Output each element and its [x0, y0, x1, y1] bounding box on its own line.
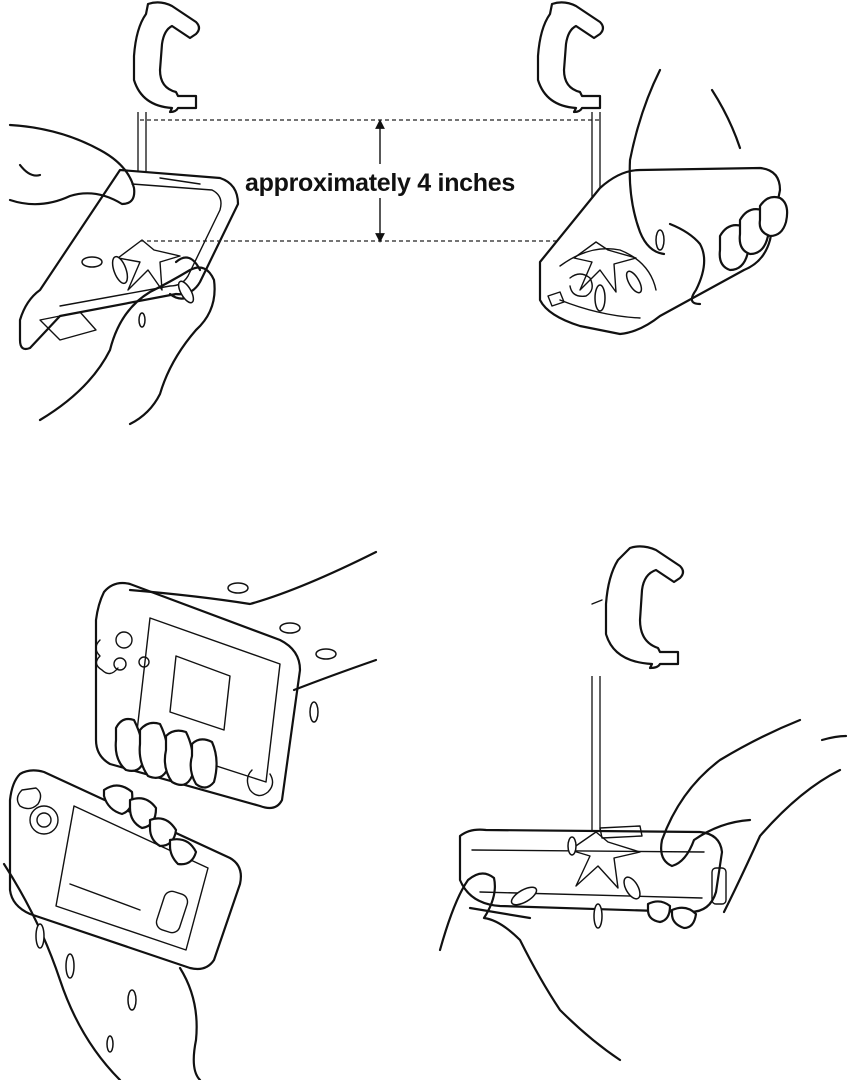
- droplet: [310, 702, 318, 722]
- droplet: [316, 649, 336, 659]
- droplet: [107, 1036, 113, 1052]
- droplet: [595, 285, 605, 311]
- panel-separate-halves: [4, 552, 376, 1080]
- droplet: [228, 583, 248, 593]
- phone-edge-bottom-right: [460, 826, 726, 912]
- droplet: [568, 837, 576, 855]
- faucet-top-left: [134, 2, 199, 112]
- droplet: [82, 257, 102, 267]
- panel-rinse-back: [538, 2, 787, 334]
- faucet-bottom-right: [592, 546, 683, 668]
- droplet: [66, 954, 74, 978]
- distance-label: approximately 4 inches: [245, 169, 515, 197]
- droplet: [36, 924, 44, 948]
- droplet: [594, 904, 602, 928]
- droplet: [656, 230, 664, 250]
- droplet: [280, 623, 300, 633]
- droplet: [128, 990, 136, 1010]
- water-stream-bottom-right: [592, 676, 600, 830]
- panel-rinse-front: [10, 2, 238, 424]
- faucet-top-right: [538, 2, 603, 112]
- droplet: [139, 313, 145, 327]
- panel-rinse-edge: [440, 546, 846, 1060]
